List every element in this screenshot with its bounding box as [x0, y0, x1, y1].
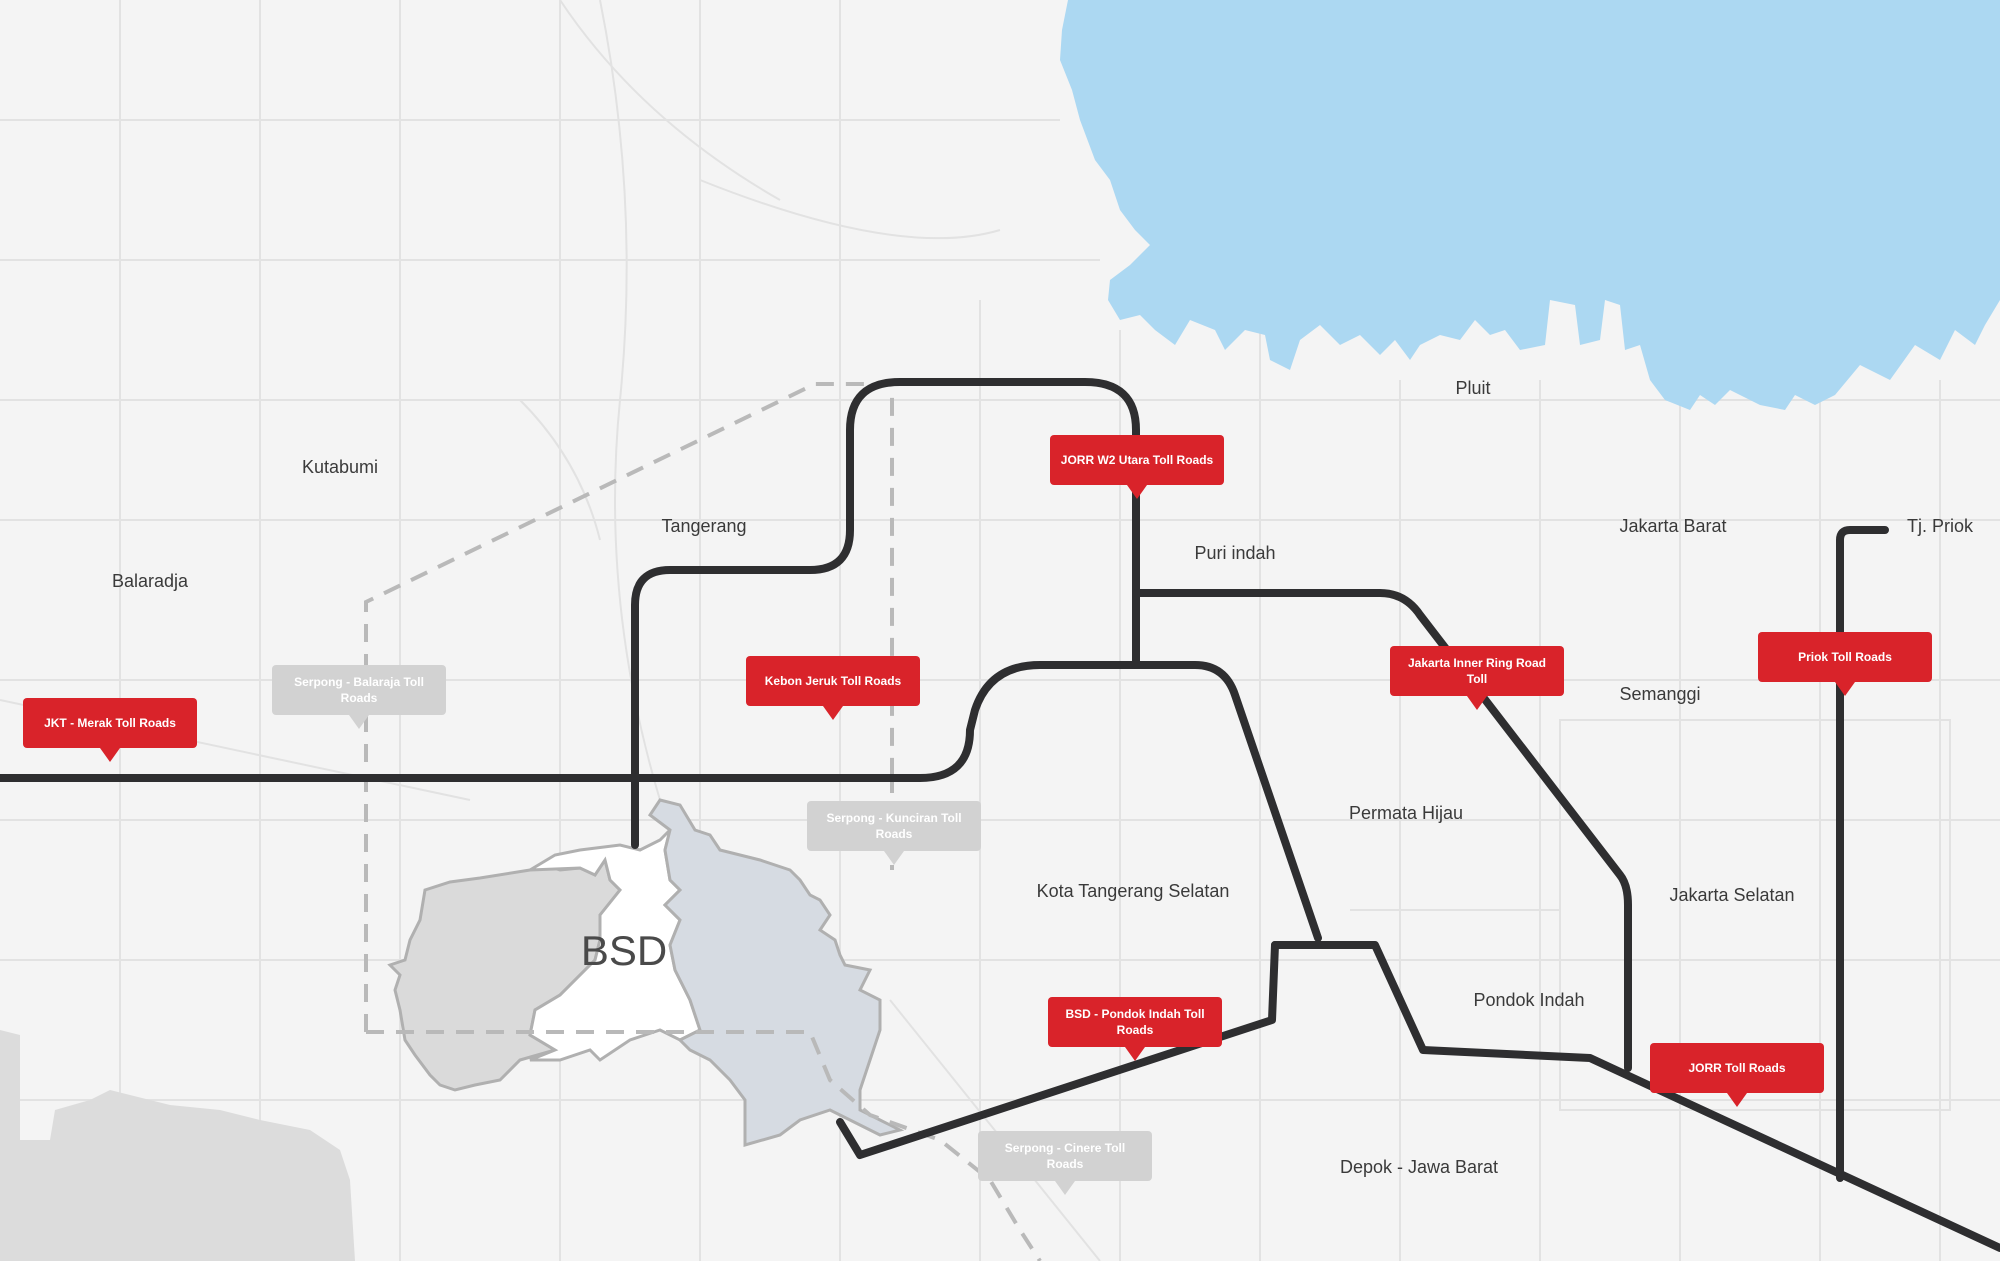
callout-jorr-toll-roads[interactable]: JORR Toll Roads	[1650, 1043, 1824, 1107]
place-pluit: Pluit	[1455, 378, 1491, 398]
callout-label: Serpong - Balaraja Toll Roads	[294, 675, 424, 705]
callout-label: Priok Toll Roads	[1798, 650, 1892, 664]
callout-kebon-jeruk-toll-roads[interactable]: Kebon Jeruk Toll Roads	[746, 656, 920, 720]
place-pondok-indah: Pondok Indah	[1473, 990, 1585, 1010]
callout-serpong-cinere-toll-roads[interactable]: Serpong - Cinere Toll Roads	[978, 1131, 1152, 1195]
puri-road	[1132, 589, 1632, 1072]
callout-jkt-merak-toll-roads[interactable]: JKT - Merak Toll Roads	[23, 698, 197, 762]
callout-bsd-pondok-indah-toll-roads[interactable]: BSD - Pondok Indah Toll Roads	[1048, 997, 1222, 1061]
callout-jorr-w2-utara-toll-roads[interactable]: JORR W2 Utara Toll Roads	[1050, 435, 1224, 499]
callout-label: Jakarta Inner Ring Road Toll	[1407, 656, 1547, 686]
place-tangerang: Tangerang	[661, 516, 747, 536]
place-jakarta-barat: Jakarta Barat	[1619, 516, 1727, 536]
callout-label: JORR W2 Utara Toll Roads	[1060, 453, 1214, 467]
place-puri-indah: Puri indah	[1194, 543, 1276, 563]
callout-label: Serpong - Cinere Toll Roads	[1004, 1141, 1126, 1171]
serpong-cinere-road	[366, 1030, 1042, 1261]
active-toll-roads	[0, 378, 2000, 1252]
place-balaradja: Balaradja	[111, 571, 189, 591]
jorr-road	[1271, 941, 2000, 1252]
place-permata-hijau: Permata Hijau	[1348, 803, 1464, 823]
jkt-merak-road	[0, 661, 1322, 942]
callout-serpong-balaraja-toll-roads[interactable]: Serpong - Balaraja Toll Roads	[272, 665, 446, 729]
callout-priok-toll-roads[interactable]: Priok Toll Roads	[1758, 632, 1932, 696]
coastal-land	[0, 1030, 355, 1261]
place-depok-jawa-barat: Depok - Jawa Barat	[1339, 1157, 1499, 1177]
callout-label: Kebon Jeruk Toll Roads	[764, 674, 902, 688]
kebon-jeruk-road	[631, 378, 1140, 849]
serpong-balaraja-road	[364, 382, 894, 1032]
bsd-pondok-indah-road	[836, 941, 1322, 1159]
callout-jakarta-inner-ring-road-toll[interactable]: Jakarta Inner Ring Road Toll	[1390, 646, 1564, 710]
callout-label: Serpong - Kunciran Toll Roads	[826, 811, 962, 841]
callout-label: BSD - Pondok Indah Toll Roads	[1065, 1007, 1205, 1037]
tj-priok-road	[1836, 526, 1889, 1182]
place-semanggi: Semanggi	[1619, 684, 1701, 704]
bsd-area	[387, 798, 905, 1147]
place-kota-tangerang-selatan: Kota Tangerang Selatan	[1036, 881, 1230, 901]
place-jakarta-selatan: Jakarta Selatan	[1669, 885, 1795, 905]
callout-label: JKT - Merak Toll Roads	[44, 716, 176, 730]
place-kutabumi: Kutabumi	[301, 457, 379, 477]
callout-serpong-kunciran-toll-roads[interactable]: Serpong - Kunciran Toll Roads	[807, 801, 981, 865]
place-tj-priok: Tj. Priok	[1906, 516, 1974, 536]
callout-label: JORR Toll Roads	[1688, 1061, 1786, 1075]
area-label-bsd: BSD	[580, 927, 668, 974]
sea	[1060, 0, 2000, 410]
